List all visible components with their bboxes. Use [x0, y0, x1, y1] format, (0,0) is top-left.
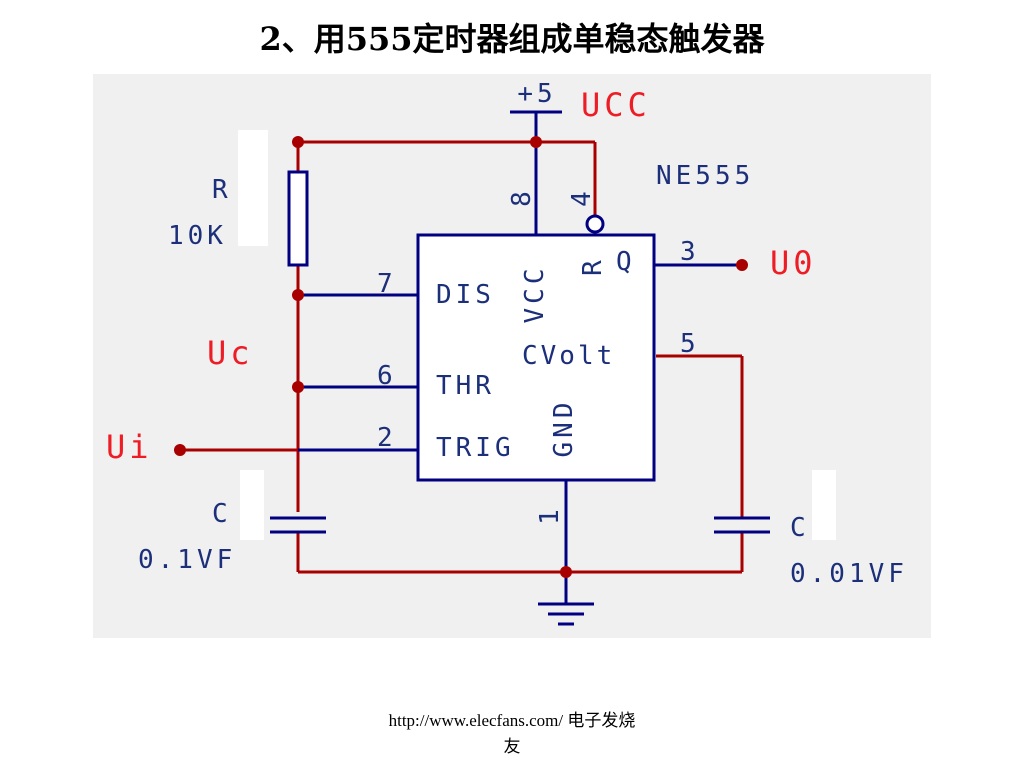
pin5-number: 5: [680, 329, 700, 359]
pin3-number: 3: [680, 237, 700, 267]
blue-wires: [270, 110, 770, 626]
right-cap-value-label: 0.01VF: [790, 559, 908, 589]
uc-label: Uc: [207, 334, 254, 372]
junction-dots: [174, 136, 748, 578]
resistor-name-label: R: [212, 175, 232, 205]
thr-pin-label: THR: [436, 371, 495, 401]
trig-pin-label: TRIG: [436, 433, 515, 463]
supply-voltage-label: +5: [517, 79, 556, 109]
ucc-label: UCC: [581, 86, 651, 124]
pin4-number: 4: [567, 187, 597, 207]
gnd-pin-label: GND: [549, 399, 579, 458]
junction-dot: [292, 381, 304, 393]
junction-dot: [174, 444, 186, 456]
junction-dot: [292, 289, 304, 301]
reset-pin-label: R: [578, 256, 608, 276]
right-cap-name-label: C: [790, 513, 810, 543]
left-cap-name-label: C: [212, 499, 232, 529]
ne555-chip-body: [416, 233, 656, 482]
q-pin-label: Q: [616, 247, 636, 277]
ui-label: Ui: [106, 428, 153, 466]
chip-name-label: NE555: [656, 161, 754, 191]
pin8-number: 8: [507, 187, 537, 207]
red-wires: [180, 140, 744, 574]
cvolt-pin-label: CVolt: [522, 341, 615, 371]
junction-dot: [560, 566, 572, 578]
resistor-value-label: 10K: [168, 221, 227, 251]
white-patch: [240, 470, 264, 540]
white-patch: [238, 130, 268, 246]
vcc-pin-label: VCC: [520, 265, 550, 324]
output-label: U0: [770, 244, 817, 282]
pin6-number: 6: [377, 361, 397, 391]
resistor-body: [287, 170, 309, 267]
white-patch: [812, 470, 836, 540]
dis-pin-label: DIS: [436, 280, 495, 310]
reset-inversion-bubble: [585, 214, 605, 234]
pin7-number: 7: [377, 269, 397, 299]
slide-title: 2、用555定时器组成单稳态触发器: [259, 20, 765, 58]
left-cap-value-label: 0.1VF: [138, 545, 236, 575]
footer-line-2: 友: [503, 737, 521, 756]
source-footer: http://www.elecfans.com/ 电子发烧 友: [362, 708, 662, 760]
pin2-number: 2: [377, 423, 397, 453]
footer-line-1: http://www.elecfans.com/ 电子发烧: [388, 711, 636, 730]
pin1-number: 1: [535, 505, 565, 525]
junction-dot: [736, 259, 748, 271]
junction-dot: [530, 136, 542, 148]
junction-dot: [292, 136, 304, 148]
